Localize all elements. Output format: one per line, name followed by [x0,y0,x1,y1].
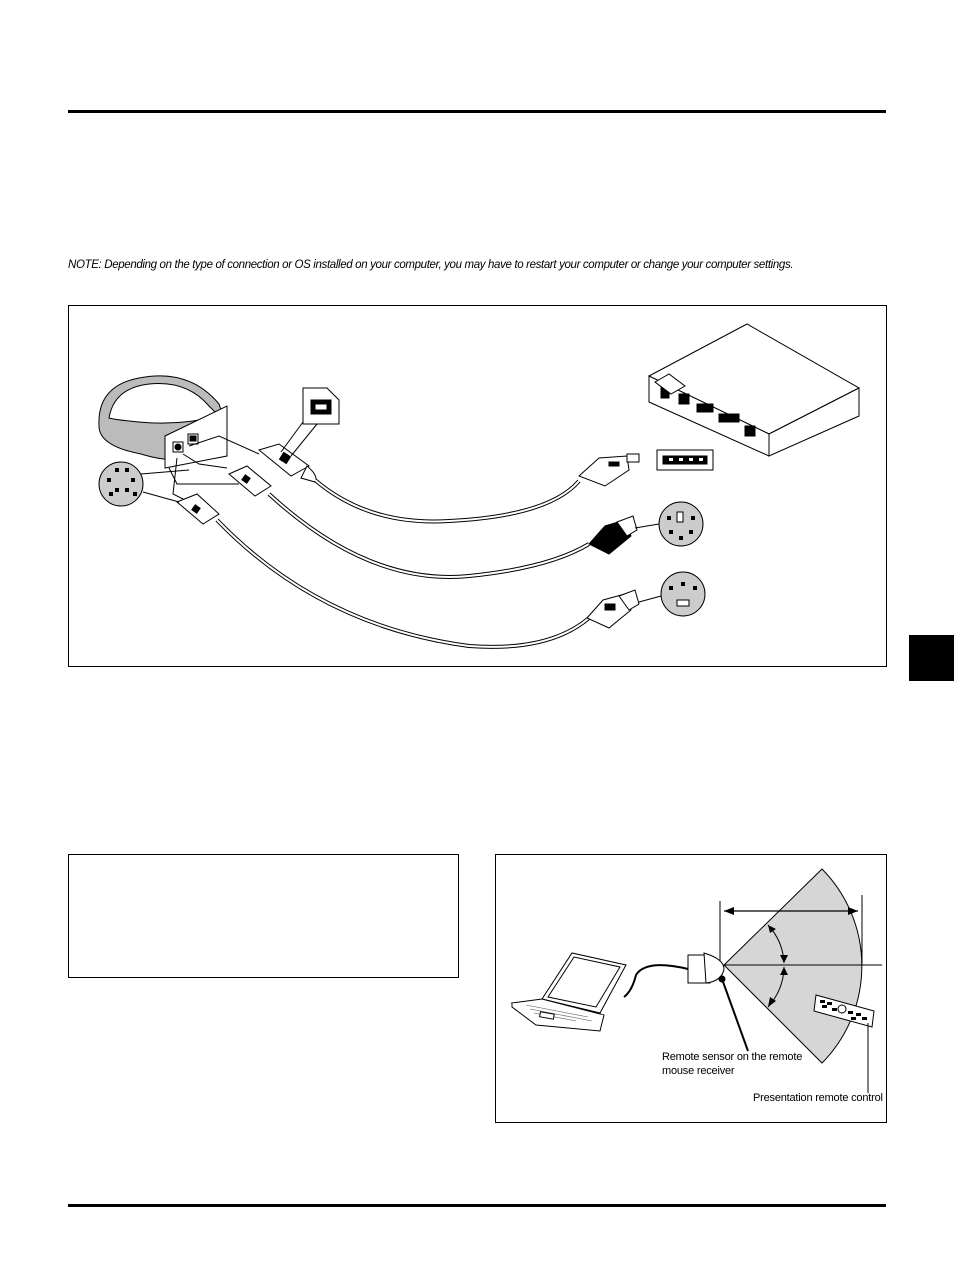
range-diagram-frame: Remote sensor on the remote mouse receiv… [495,854,887,1123]
remote-control-icon [813,994,875,1093]
laptop-rear-icon [647,323,861,457]
ps2-port-icon [634,501,704,547]
range-diagram [510,868,882,1093]
remote-label: Presentation remote control [753,1092,883,1104]
serial-port-icon [638,571,706,617]
usb-b-port-icon [280,387,340,457]
laptop-icon [510,952,627,1032]
top-rule [68,110,886,113]
connection-diagram-frame [68,305,887,667]
mouse-receiver-icon [98,375,228,469]
text-box-frame [68,854,459,978]
note-text: NOTE: Depending on the type of connectio… [68,259,794,271]
reception-range [723,868,863,1064]
bottom-rule [68,1204,886,1207]
section-tab [909,635,954,681]
usb-a-port-icon [656,449,714,471]
connection-diagram [98,323,861,649]
sensor-label: Remote sensor on the remote mouse receiv… [662,1051,803,1077]
usb-b-plug [257,443,317,483]
ps2-port-icon [98,461,190,507]
